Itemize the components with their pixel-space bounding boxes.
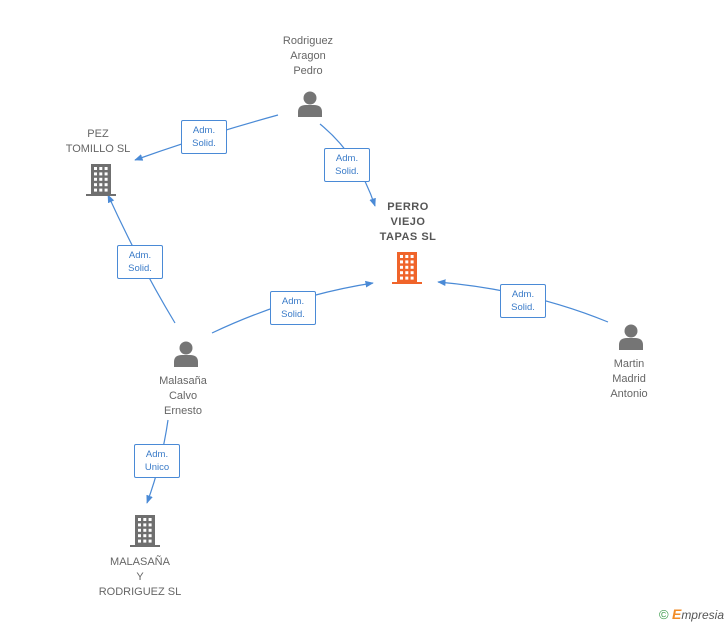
edge-label-malasana-perro: Adm. Solid. (270, 291, 316, 325)
person-icon[interactable] (619, 324, 643, 351)
edge-label-malasana-pez: Adm. Solid. (117, 245, 163, 279)
building-icon[interactable] (130, 515, 160, 547)
copyright-icon: © (659, 607, 669, 622)
edge-label-rodriguez-perro: Adm. Solid. (324, 148, 370, 182)
edge-label-rodriguez-pez: Adm. Solid. (181, 120, 227, 154)
edge-label-malasana-malasana-sl: Adm. Unico (134, 444, 180, 478)
building-icon[interactable] (86, 164, 116, 196)
brand-name: Empresia (671, 606, 724, 622)
person-icon[interactable] (174, 341, 198, 368)
node-label-pez[interactable]: PEZ TOMILLO SL (65, 128, 131, 155)
edge-label-martin-perro: Adm. Solid. (500, 284, 546, 318)
node-label-martin[interactable]: Martin Madrid Antonio (610, 358, 648, 400)
watermark: © Empresia (659, 606, 724, 622)
node-label-malasana[interactable]: Malasaña Calvo Ernesto (159, 375, 207, 417)
node-label-malasana-sl[interactable]: MALASAÑA Y RODRIGUEZ SL (98, 556, 182, 598)
node-label-rodriguez[interactable]: Rodriguez Aragon Pedro (282, 35, 334, 77)
building-icon[interactable] (392, 252, 422, 284)
node-label-perro[interactable]: PERRO VIEJO TAPAS SL (379, 201, 437, 243)
person-icon[interactable] (298, 91, 322, 118)
